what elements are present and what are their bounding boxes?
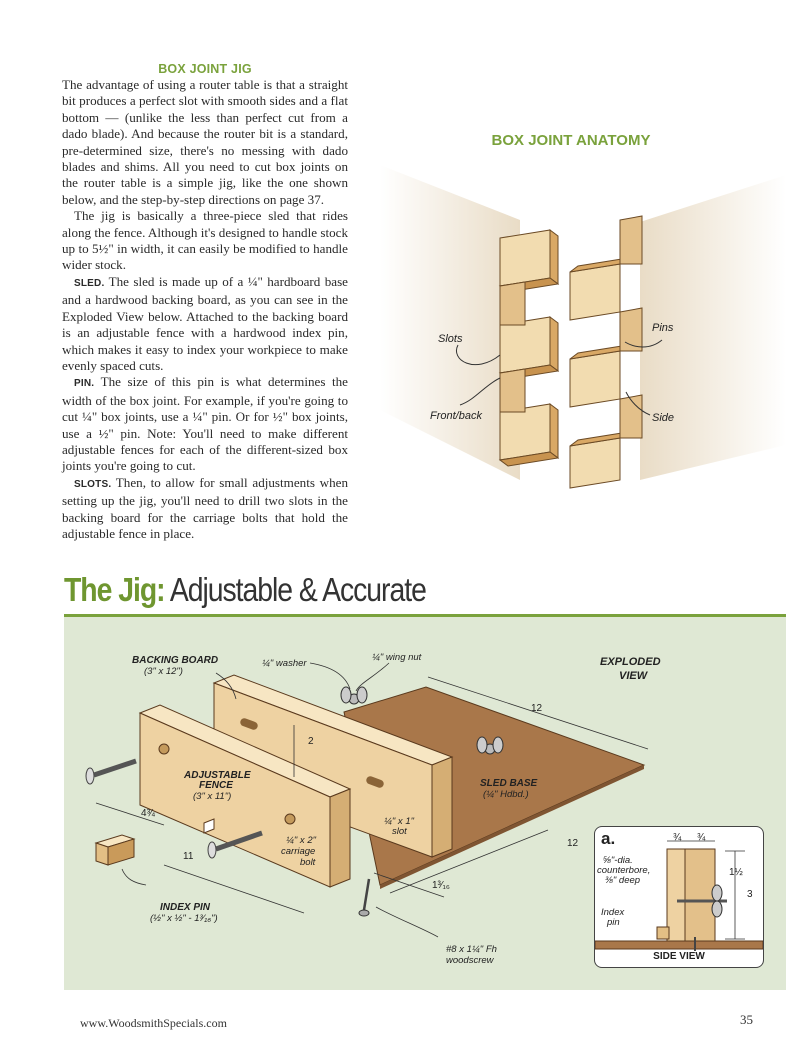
- dim-11: 11: [183, 851, 194, 862]
- slots-label: Slots: [438, 333, 463, 345]
- counterbore-line-1: ⅝"-dia.: [603, 855, 633, 866]
- side-view-drawing: [595, 840, 763, 951]
- wing-nut-left: [340, 686, 368, 705]
- exploded-view-illustration: [85, 662, 649, 938]
- detail-dim-3-4-right: ¾: [697, 832, 706, 843]
- side-view-detail: a. ¾ ¾ ⅝"-dia. counterbore, ⅜" deep Inde…: [594, 826, 764, 968]
- jig-title-light: Adjustable & Accurate: [169, 571, 427, 608]
- fence-size: (3" x 11"): [193, 791, 232, 802]
- carriage-bolt-right: [207, 830, 263, 859]
- index-pin-block: [94, 834, 136, 866]
- sled-text: The sled is made up of a ¼" hardboard ba…: [62, 273, 348, 373]
- woodscrew: [358, 878, 371, 917]
- backing-board-end: [431, 756, 453, 858]
- dim-12-bottom: 12: [567, 838, 579, 849]
- box-joint-anatomy-illustration: [380, 165, 786, 489]
- slots-leader: [456, 344, 501, 366]
- washer-label: ¼" washer: [262, 658, 307, 669]
- dim-1-3-16: 1³⁄₁₆: [432, 880, 450, 891]
- side-board-face: [640, 175, 786, 480]
- bolt-word-label: bolt: [300, 857, 316, 868]
- slots-lead: SLOTS.: [74, 478, 112, 490]
- dimension-lines: [95, 662, 649, 938]
- index-pin-notch: [203, 818, 215, 834]
- dim-2: 2: [308, 736, 314, 747]
- pins-label: Pins: [652, 322, 674, 334]
- exploded-label: EXPLODED: [600, 656, 661, 668]
- sled-base-size: (¼" Hdbd.): [483, 789, 529, 800]
- backing-board-size: (3" x 12"): [144, 666, 183, 677]
- sled-base-edge: [380, 765, 644, 889]
- page-number: 35: [740, 1012, 753, 1027]
- sled-lead: SLED.: [74, 277, 105, 289]
- index-pin-size: (½" x ½" - 1³⁄₁₆"): [150, 913, 218, 924]
- carriage-size-label: ¼" x 2": [286, 835, 316, 846]
- counterbore-line-3: ⅜" deep: [605, 875, 641, 886]
- carriage-word-label: carriage: [281, 846, 316, 857]
- article-paragraph-1: The advantage of using a router table is…: [62, 77, 348, 207]
- front-back-fingers: [498, 229, 560, 467]
- dim-12-top: 12: [531, 703, 543, 714]
- pin-lead: PIN.: [74, 378, 95, 390]
- article-heading: BOX JOINT JIG: [158, 62, 252, 76]
- article-paragraph-sled: SLED. The sled is made up of a ¼" hardbo…: [62, 274, 348, 374]
- fence-label: FENCE: [199, 780, 233, 791]
- side-board-fingers: [569, 215, 643, 489]
- article-paragraph-2: The jig is basically a three-piece sled …: [62, 208, 348, 273]
- article-paragraph-pin: PIN. The size of this pin is what determ…: [62, 374, 348, 474]
- side-leader: [625, 391, 651, 416]
- view-label: VIEW: [619, 670, 648, 682]
- footer-url: www.WoodsmithSpecials.com: [80, 1016, 227, 1030]
- fence-bolt-hole-1: [158, 743, 170, 755]
- pin-text: The size of this pin is what determines …: [62, 374, 348, 474]
- pins-leader: [624, 339, 663, 348]
- fence-bolt-hole-2: [284, 813, 296, 825]
- jig-section-title: The Jig: Adjustable & Accurate: [64, 571, 427, 609]
- adjustable-fence-end: [329, 788, 351, 888]
- jig-title-strong: The Jig:: [64, 571, 166, 608]
- dim-4-3-4: 4¾: [141, 808, 155, 819]
- article-column: BOX JOINT JIG The advantage of using a r…: [62, 62, 348, 542]
- backing-board-slot-2: [366, 776, 384, 788]
- screw-label: #8 x 1¼" Fh: [446, 944, 497, 955]
- wing-nut-label: ¼" wing nut: [372, 652, 422, 663]
- detail-dim-3: 3: [747, 889, 753, 900]
- side-view-caption: SIDE VIEW: [653, 951, 705, 962]
- jig-title-rule: [64, 614, 786, 617]
- sled-base-label: SLED BASE: [480, 778, 538, 789]
- counterbore-line-2: counterbore,: [597, 865, 651, 876]
- backing-board-label: BACKING BOARD: [132, 655, 219, 666]
- detail-dim-1-1-2: 1½: [729, 867, 743, 878]
- article-paragraph-slots: SLOTS. Then, to allow for small adjustme…: [62, 475, 348, 543]
- wing-nut-right: [476, 736, 504, 755]
- detail-letter: a.: [601, 829, 616, 848]
- index-pin-label: INDEX PIN: [160, 902, 211, 913]
- adjustable-label: ADJUSTABLE: [184, 770, 251, 781]
- anatomy-title: BOX JOINT ANATOMY: [491, 132, 651, 149]
- carriage-bolt-left: [85, 758, 137, 785]
- backing-board-slot-1: [240, 718, 258, 730]
- slots-text: Then, to allow for small adjustments whe…: [62, 474, 348, 541]
- front-back-label: Front/back: [430, 410, 482, 422]
- side-label: Side: [652, 412, 675, 424]
- detail-dim-3-4-left: ¾: [673, 832, 682, 843]
- index-pin-detail-2: pin: [607, 917, 620, 928]
- screw-word-label: woodscrew: [446, 955, 494, 966]
- index-pin-detail-1: Index: [601, 907, 625, 918]
- slot-word-label: slot: [392, 826, 407, 837]
- front-back-board-face: [380, 165, 520, 480]
- front-back-leader: [459, 377, 501, 406]
- slot-size-label: ¼" x 1": [384, 816, 414, 827]
